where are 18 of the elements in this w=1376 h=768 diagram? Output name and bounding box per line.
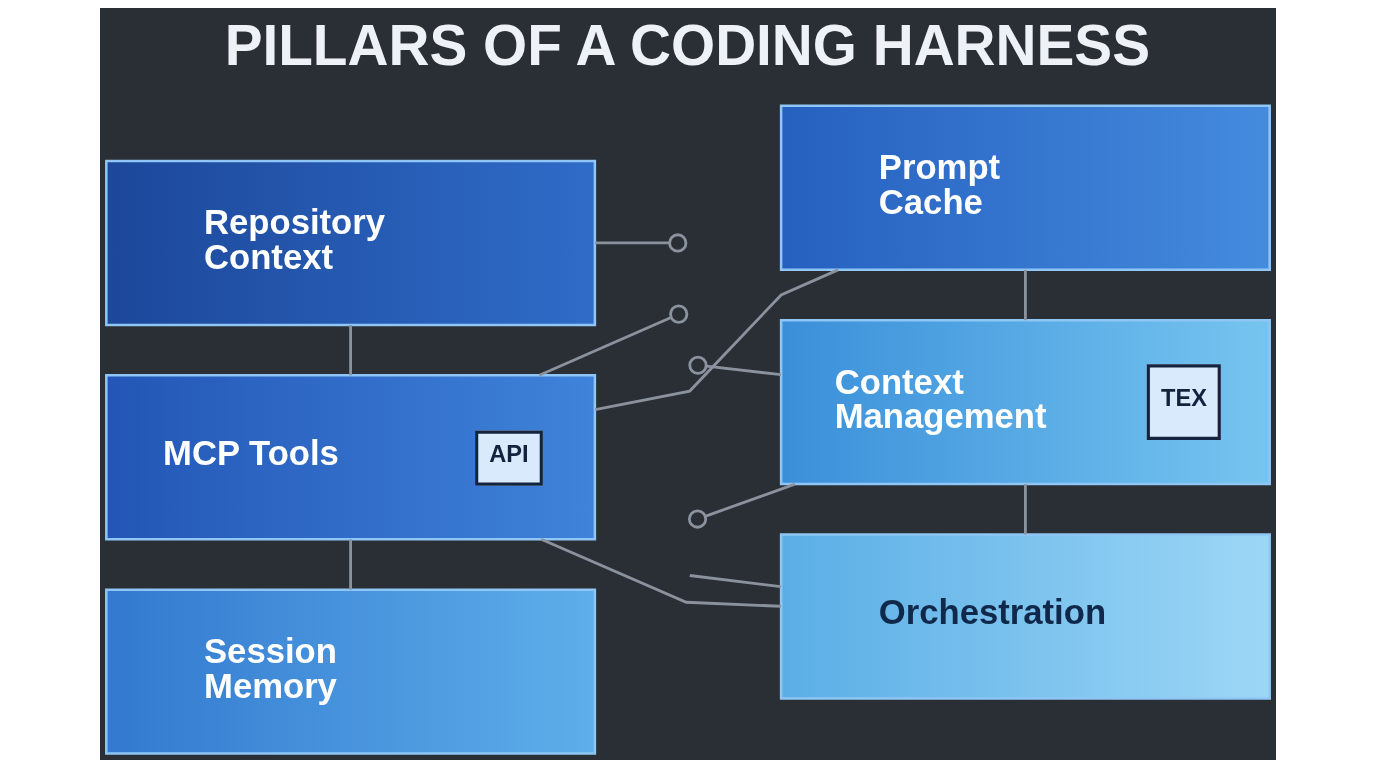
node-box: Prompt Cache bbox=[779, 104, 1271, 271]
diagram-title: PILLARS OF A CODING HARNESS bbox=[224, 13, 1151, 77]
node-box: Orchestration bbox=[779, 533, 1271, 700]
node-box: Context Management TEX bbox=[779, 318, 1271, 486]
connector bbox=[595, 241, 670, 245]
connector bbox=[705, 482, 796, 518]
node-box: Repository Context bbox=[105, 159, 597, 327]
node-box: MCP Tools API bbox=[105, 374, 597, 541]
connector bbox=[538, 316, 672, 377]
connector bbox=[706, 364, 781, 377]
connector bbox=[540, 538, 781, 608]
connector bbox=[689, 574, 781, 589]
connector bbox=[1024, 484, 1027, 535]
connector bbox=[594, 268, 839, 412]
connector bbox=[1024, 269, 1027, 321]
connector bbox=[349, 325, 353, 376]
connector bbox=[349, 539, 353, 590]
node-box: Session Memory bbox=[105, 588, 597, 755]
